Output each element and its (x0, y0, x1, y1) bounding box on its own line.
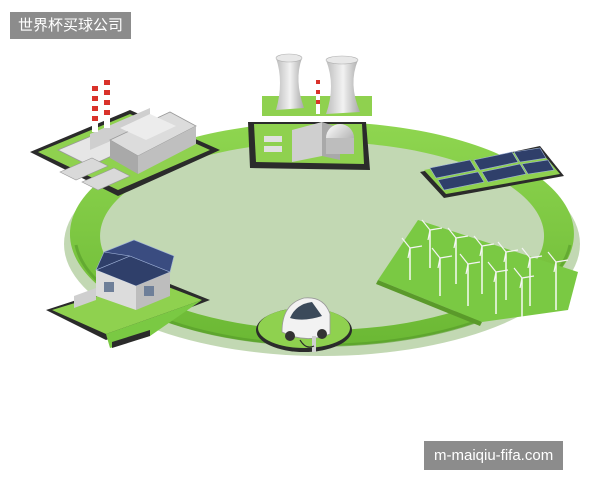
watermark-top: 世界杯买球公司 (10, 12, 131, 39)
watermark-bottom: m-maiqiu-fifa.com (424, 441, 563, 470)
nuclear-plant-icon (248, 54, 372, 170)
